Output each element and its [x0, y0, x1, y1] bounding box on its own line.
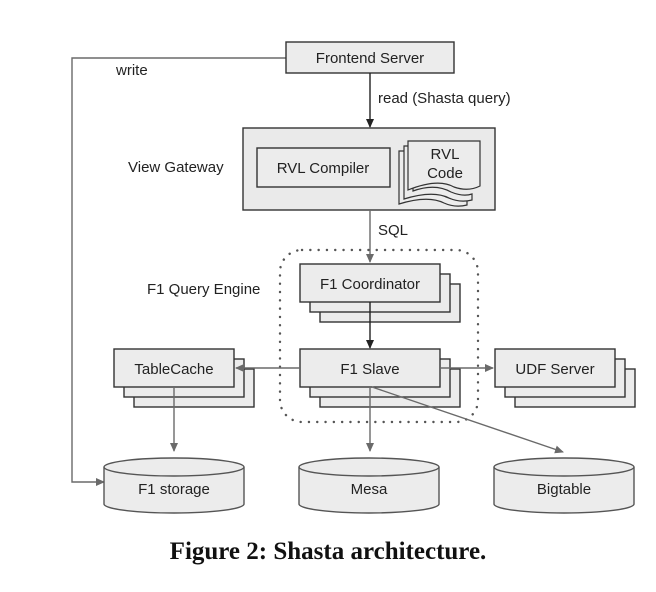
mesa-label: Mesa	[351, 481, 388, 498]
rvl-code-label-line1: RVL	[431, 146, 460, 163]
view-gateway-label: View Gateway	[128, 159, 224, 176]
udf-server-label: UDF Server	[515, 361, 594, 378]
frontend-server-label: Frontend Server	[316, 50, 424, 67]
rvl-code-document-stack: RVL Code	[398, 140, 481, 207]
f1-slave-label: F1 Slave	[340, 361, 399, 378]
slave-to-bigtable-edge	[371, 386, 564, 454]
mesa-node: Mesa	[298, 457, 440, 514]
f1-storage-label: F1 storage	[138, 481, 210, 498]
f1-query-engine-label: F1 Query Engine	[147, 281, 260, 298]
bigtable-label: Bigtable	[537, 481, 591, 498]
f1-coordinator-node: F1 Coordinator	[299, 263, 461, 323]
write-label: write	[115, 62, 148, 79]
tablecache-label: TableCache	[134, 361, 213, 378]
view-gateway-node: RVL Compiler RVL Code	[242, 127, 496, 211]
rvl-code-label-line2: Code	[427, 165, 463, 182]
sql-label: SQL	[378, 222, 408, 239]
bigtable-node: Bigtable	[493, 457, 635, 514]
f1-slave-node: F1 Slave	[299, 348, 461, 408]
write-edge	[71, 57, 286, 486]
tablecache-node: TableCache	[113, 348, 255, 408]
udf-server-node: UDF Server	[494, 348, 636, 408]
f1-coordinator-label: F1 Coordinator	[320, 276, 420, 293]
rvl-compiler-box	[256, 147, 391, 188]
rvl-compiler-label: RVL Compiler	[277, 160, 370, 177]
f1-storage-node: F1 storage	[103, 457, 245, 514]
architecture-diagram: write Frontend Server read (Shasta query…	[71, 41, 636, 514]
read-label: read (Shasta query)	[378, 90, 511, 107]
frontend-server-node: Frontend Server	[285, 41, 455, 74]
figure-caption: Figure 2: Shasta architecture.	[169, 538, 487, 565]
